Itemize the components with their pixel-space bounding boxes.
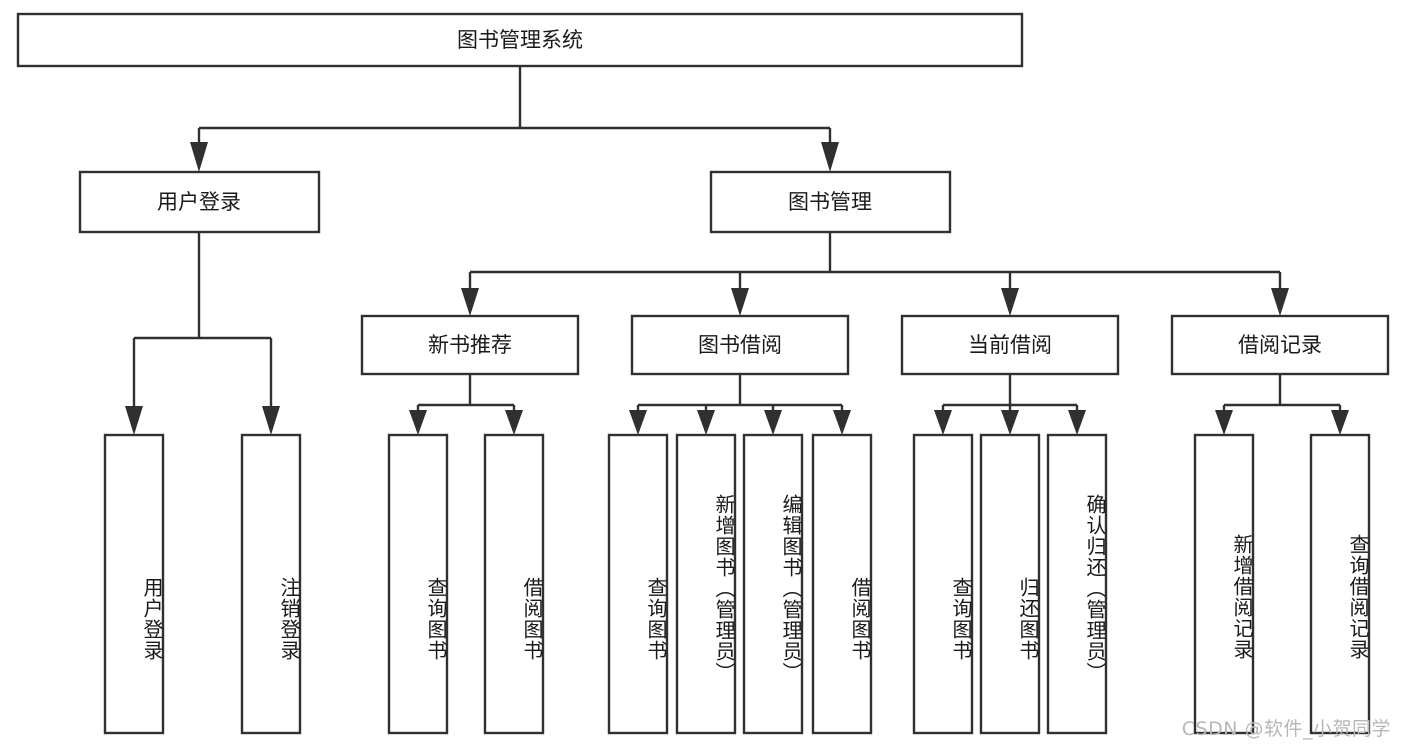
node-label-book-borrow: 图书借阅 bbox=[698, 333, 782, 357]
csdn-watermark: CSDN @软件_小贺同学 bbox=[1181, 718, 1391, 740]
node-label-root: 图书管理系统 bbox=[457, 28, 583, 52]
connector-group-current-borrow bbox=[934, 374, 1086, 435]
node-box-leaf-query-book-2[interactable] bbox=[607, 433, 669, 735]
node-label-book-manage: 图书管理 bbox=[788, 190, 872, 214]
arrow-head-new-book-rec bbox=[461, 288, 479, 316]
arrow-head-leaf-query-book-3 bbox=[934, 410, 952, 435]
node-current-borrow[interactable]: 当前借阅 bbox=[900, 314, 1120, 376]
node-box-leaf-confirm-return[interactable] bbox=[1046, 433, 1108, 735]
node-new-book-rec[interactable]: 新书推荐 bbox=[360, 314, 580, 376]
arrow-head-leaf-confirm-return bbox=[1068, 410, 1086, 435]
node-box-leaf-add-record[interactable] bbox=[1193, 433, 1255, 735]
arrow-head-leaf-query-book-1 bbox=[409, 410, 427, 435]
arrow-head-leaf-user-login bbox=[125, 406, 143, 435]
node-box-leaf-user-logout[interactable] bbox=[240, 433, 302, 735]
connector-group-new-book-rec bbox=[409, 374, 523, 435]
arrow-head-leaf-return-book bbox=[1001, 410, 1019, 435]
node-box-leaf-user-login[interactable] bbox=[103, 433, 165, 735]
node-box-user-login[interactable] bbox=[78, 170, 321, 234]
arrow-head-current-borrow bbox=[1001, 288, 1019, 316]
arrow-head-borrow-record bbox=[1271, 288, 1289, 316]
arrow-head-user-login bbox=[190, 142, 208, 172]
node-box-leaf-add-book[interactable] bbox=[675, 433, 737, 735]
arrow-head-leaf-borrow-book-2 bbox=[833, 410, 851, 435]
node-box-leaf-borrow-book-2[interactable] bbox=[811, 433, 873, 735]
arrow-head-leaf-query-record bbox=[1331, 410, 1349, 435]
connector-group-root bbox=[190, 66, 839, 172]
arrow-head-leaf-edit-book bbox=[764, 410, 782, 435]
node-box-root[interactable] bbox=[16, 12, 1024, 68]
node-label-borrow-record: 借阅记录 bbox=[1238, 333, 1322, 357]
arrow-head-leaf-add-record bbox=[1215, 410, 1233, 435]
connector-group-book-borrow bbox=[629, 374, 851, 435]
node-box-leaf-return-book[interactable] bbox=[979, 433, 1041, 735]
connector-group-book-manage bbox=[461, 232, 1289, 316]
node-label-new-book-rec: 新书推荐 bbox=[428, 333, 512, 357]
node-box-current-borrow[interactable] bbox=[900, 314, 1120, 376]
node-box-book-borrow[interactable] bbox=[630, 314, 850, 376]
node-box-leaf-edit-book[interactable] bbox=[742, 433, 804, 735]
node-book-manage[interactable]: 图书管理 bbox=[709, 170, 952, 234]
node-box-leaf-query-book-3[interactable] bbox=[912, 433, 974, 735]
connector-group-borrow-record bbox=[1215, 374, 1349, 435]
node-box-book-manage[interactable] bbox=[709, 170, 952, 234]
arrow-head-leaf-borrow-book-1 bbox=[505, 410, 523, 435]
node-user-login[interactable]: 用户登录 bbox=[78, 170, 321, 234]
arrow-head-leaf-add-book bbox=[697, 410, 715, 435]
arrow-head-leaf-query-book-2 bbox=[629, 410, 647, 435]
node-label-user-login: 用户登录 bbox=[157, 190, 241, 214]
node-book-borrow[interactable]: 图书借阅 bbox=[630, 314, 850, 376]
node-root-system[interactable]: 图书管理系统 bbox=[16, 12, 1024, 68]
arrow-head-book-manage bbox=[821, 142, 839, 172]
connector-group-user-login bbox=[125, 232, 280, 435]
node-label-current-borrow: 当前借阅 bbox=[968, 333, 1052, 357]
arrow-head-book-borrow bbox=[731, 288, 749, 316]
node-borrow-record[interactable]: 借阅记录 bbox=[1170, 314, 1390, 376]
node-box-new-book-rec[interactable] bbox=[360, 314, 580, 376]
node-box-leaf-query-book-1[interactable] bbox=[387, 433, 449, 735]
node-box-leaf-query-record[interactable] bbox=[1309, 433, 1371, 735]
arrow-head-leaf-user-logout bbox=[262, 406, 280, 435]
node-box-leaf-borrow-book-1[interactable] bbox=[483, 433, 545, 735]
node-box-borrow-record[interactable] bbox=[1170, 314, 1390, 376]
